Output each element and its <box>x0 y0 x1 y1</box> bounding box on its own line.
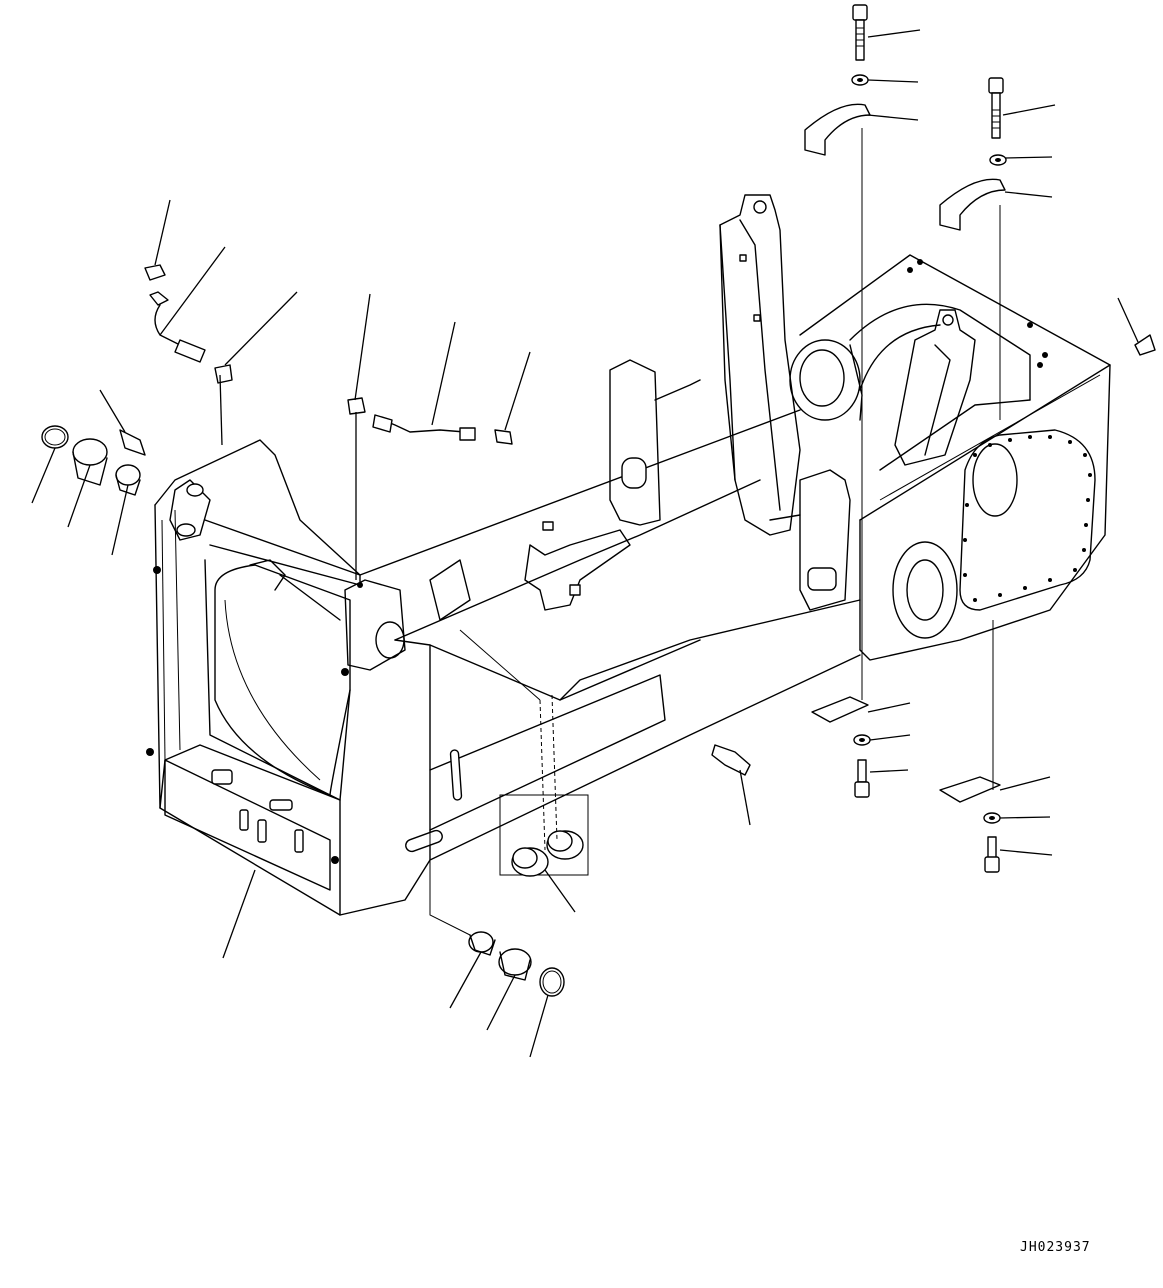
pin-boss <box>341 559 471 676</box>
cover-plate-group-2 <box>939 776 1001 873</box>
main-frame <box>146 254 1111 916</box>
drawing-code-label: JH023937 <box>1020 1240 1091 1255</box>
left-upper-bracket <box>169 479 361 621</box>
front-hitch-plate <box>769 469 851 611</box>
sensor-harness-left <box>119 264 233 456</box>
left-tower-bracket <box>609 359 701 526</box>
sensor-right-lower <box>711 744 751 776</box>
cap-bolt-group-2 <box>939 77 1007 231</box>
cover-plate-group-1 <box>811 696 871 798</box>
sensor-harness-center <box>347 397 513 445</box>
bushing-set-lower <box>468 931 565 997</box>
alignment-lines <box>861 128 1001 790</box>
sensor-far-right <box>1134 334 1156 356</box>
center-tower <box>719 194 801 536</box>
cap-bolt-group-1 <box>804 4 871 156</box>
right-tower <box>894 309 976 466</box>
dashed-center-line <box>429 629 558 936</box>
leader-lines <box>31 29 1139 1058</box>
cap-plugs <box>499 794 589 877</box>
center-bracket <box>524 521 631 611</box>
